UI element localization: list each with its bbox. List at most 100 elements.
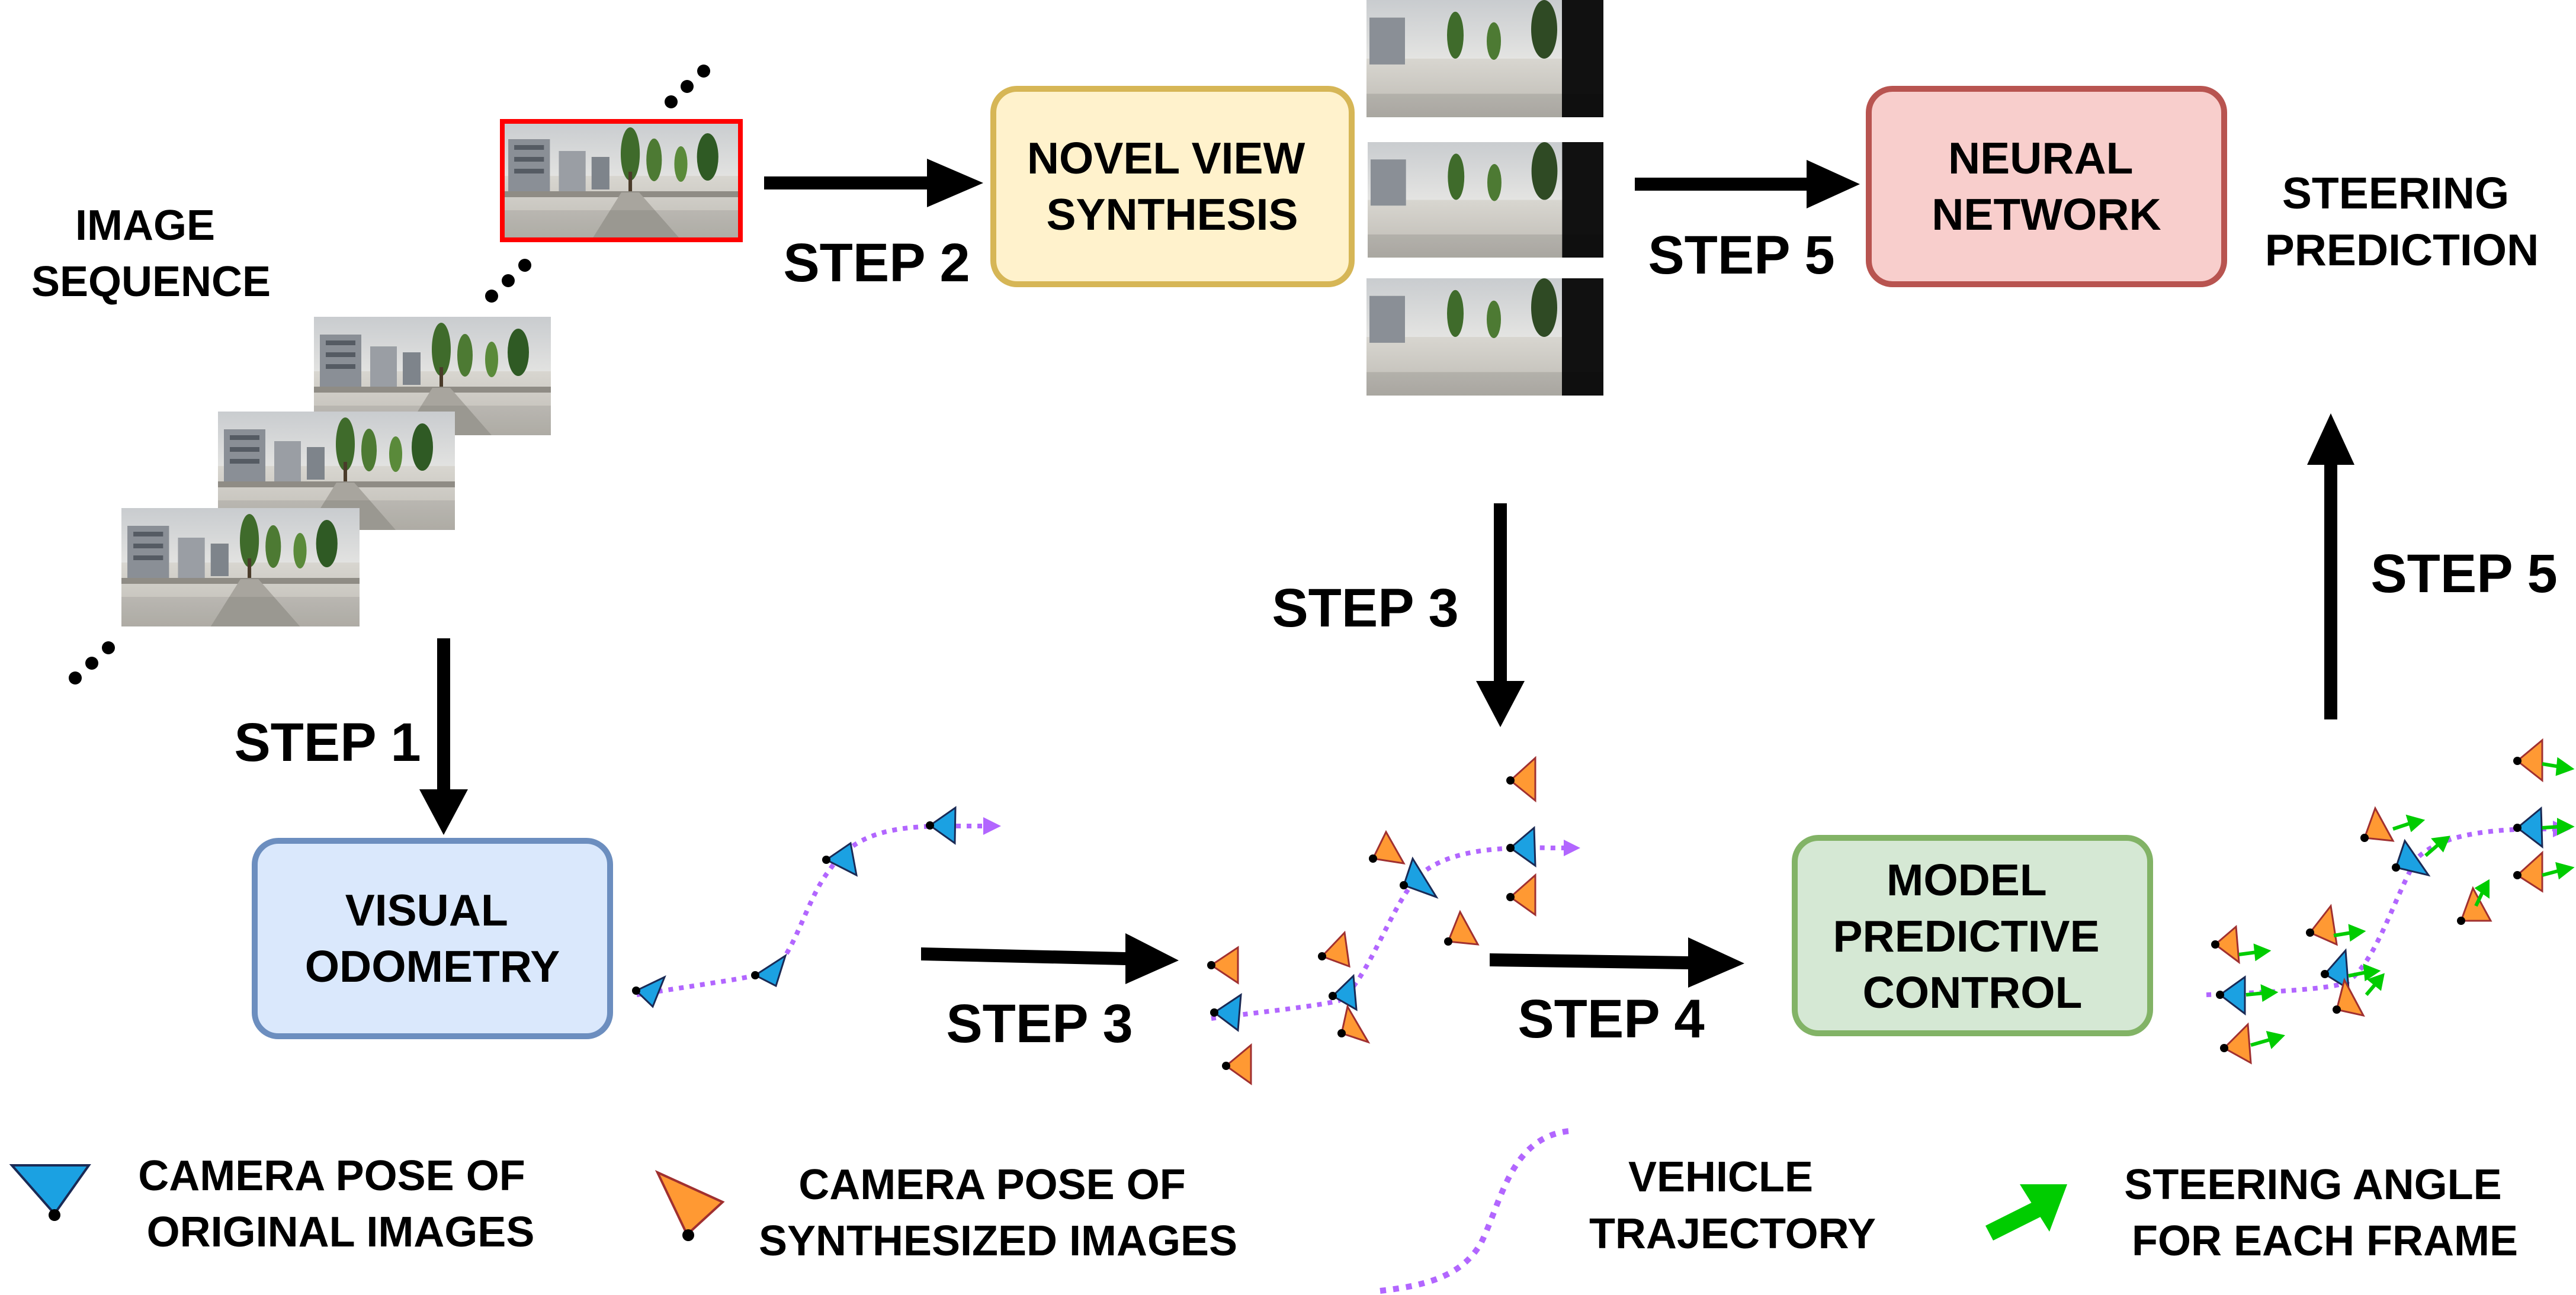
steering-angle-arrows	[2238, 757, 2575, 1049]
steering-prediction-label: STEERING PREDICTION	[2265, 168, 2539, 275]
svg-text:CAMERA POSE OF SYNTHES: CAMERA POSE OF SYNTHESIZED IMAGES	[759, 1161, 1237, 1265]
step3-vertical-arrow	[1476, 503, 1525, 727]
camera-pose-synthesized	[2220, 1022, 2252, 1065]
legend-steering-line-2: FOR EACH FRAME	[2132, 1217, 2518, 1265]
svg-text:NEURAL NETWORK: NEURAL NETWORK	[1932, 133, 2161, 239]
camera-pose-synthesized	[2360, 806, 2395, 842]
legend-synthesized-pose: CAMERA POSE OF SYNTHESIZED IMAGES	[655, 1161, 1237, 1265]
neural-network-line-2: NETWORK	[1932, 189, 2161, 239]
camera-pose-synthesized	[1207, 946, 1239, 985]
camera-pose-synthesized	[2333, 977, 2365, 1017]
vehicle-trajectory-path	[1211, 845, 1564, 1021]
sequence-frame-1	[121, 508, 360, 626]
legend-steering-line-1: STEERING ANGLE	[2124, 1161, 2501, 1209]
step5-vertical-arrow	[2307, 413, 2354, 719]
camera-pose-synthesized	[2306, 904, 2338, 946]
camera-pose-original	[2392, 838, 2431, 877]
legend: CAMERA POSE OF ORIGINAL IMAGES CAMERA PO…	[9, 1128, 2518, 1294]
ellipsis-bottom	[69, 641, 115, 685]
synthesized-image-2	[1368, 142, 1603, 258]
step1-label: STEP 1	[234, 712, 421, 773]
step5-right-label: STEP 5	[2370, 544, 2557, 604]
novel-view-line-2: SYNTHESIS	[1046, 189, 1298, 239]
step-labels: STEP 2 STEP 5 STEP 1 STEP 3 STEP 3 STEP …	[234, 225, 2557, 1054]
step2-label: STEP 2	[783, 233, 970, 293]
camera-pose-synthesized	[1369, 830, 1406, 865]
legend-synthesized-line-1: CAMERA POSE OF	[798, 1161, 1185, 1209]
legend-trajectory-line-2: TRAJECTORY	[1589, 1210, 1876, 1258]
ellipsis-middle	[485, 259, 531, 303]
camera-pose-original	[2321, 948, 2350, 991]
legend-vehicle-trajectory: VEHICLE TRAJECTORY	[1380, 1128, 1876, 1294]
mpc-line-2: PREDICTIVE	[1833, 911, 2100, 961]
synthesized-pose-icon	[655, 1169, 725, 1237]
svg-text:NOVEL VIEW SYNTHESIS: NOVEL VIEW SYNTHESIS	[1027, 133, 1317, 239]
novel-view-line-1: NOVEL VIEW	[1027, 133, 1305, 183]
legend-steering-angle: STEERING ANGLE FOR EACH FRAME	[1985, 1161, 2518, 1265]
svg-text:CAMERA POSE OF ORIGINA: CAMERA POSE OF ORIGINAL IMAGES	[138, 1152, 537, 1256]
trajectory-visual-odometry	[632, 806, 1001, 1008]
legend-synthesized-line-2: SYNTHESIZED IMAGES	[759, 1217, 1237, 1265]
svg-text:STEERING ANGLE FOR EAC: STEERING ANGLE FOR EACH FRAME	[2124, 1161, 2518, 1265]
step5-top-label: STEP 5	[1648, 225, 1834, 285]
camera-pose-synthesized	[1318, 930, 1350, 968]
camera-pose-synthesized	[2211, 924, 2240, 965]
step2-arrow	[764, 159, 983, 207]
synthesized-images	[1366, 0, 1603, 396]
step3-horizontal-arrow	[921, 933, 1179, 984]
arrows	[419, 159, 2354, 988]
step4-arrow	[1490, 937, 1744, 988]
camera-pose-original	[1506, 825, 1536, 867]
visual-odometry-line-2: ODOMETRY	[305, 941, 560, 991]
camera-pose-synthesized	[2513, 738, 2543, 783]
camera-pose-synthesized	[1444, 910, 1480, 946]
selected-frame-image	[500, 119, 743, 242]
synthesized-image-3	[1366, 278, 1603, 396]
visual-odometry-box: VISUAL ODOMETRY	[252, 838, 613, 1039]
mpc-line-1: MODEL	[1887, 855, 2046, 905]
svg-text:VEHICLE TRAJECTORY: VEHICLE TRAJECTORY	[1589, 1153, 1876, 1258]
mpc-line-3: CONTROL	[1863, 968, 2083, 1017]
step5-top-arrow	[1635, 160, 1860, 208]
camera-pose-original	[1210, 993, 1242, 1032]
svg-text:VISUAL ODOMETRY: VISUAL ODOMETRY	[305, 885, 560, 991]
vehicle-trajectory-path	[636, 824, 983, 997]
trajectory-synthesized	[1207, 756, 1580, 1085]
step3-bottom-label: STEP 3	[946, 994, 1133, 1054]
image-sequence: IMAGE SEQUENCE	[31, 65, 743, 685]
camera-pose-original	[751, 953, 787, 988]
neural-network-line-1: NEURAL	[1948, 133, 2132, 183]
camera-pose-original	[1329, 973, 1358, 1011]
camera-pose-synthesized	[2513, 850, 2543, 893]
camera-pose-original	[2513, 806, 2543, 849]
camera-pose-synthesized	[1506, 756, 1536, 803]
neural-network-box: NEURAL NETWORK	[1866, 86, 2227, 287]
svg-text:MODEL PREDICTIVE C: MODEL PREDICTIVE CONTROL	[1833, 855, 2112, 1017]
step3-top-label: STEP 3	[1272, 578, 1458, 638]
camera-pose-original	[632, 975, 666, 1008]
legend-original-line-2: ORIGINAL IMAGES	[147, 1209, 535, 1256]
original-pose-icon	[9, 1164, 91, 1216]
camera-pose-original	[822, 841, 858, 877]
steering-arrow-icon	[1985, 1184, 2067, 1241]
novel-view-synthesis-box: NOVEL VIEW SYNTHESIS	[990, 86, 1355, 287]
model-predictive-control-box: MODEL PREDICTIVE CONTROL	[1792, 835, 2153, 1036]
legend-trajectory-line-1: VEHICLE	[1628, 1153, 1813, 1201]
ellipsis-top	[665, 65, 710, 108]
step4-label: STEP 4	[1518, 989, 1704, 1049]
camera-pose-synthesized	[1337, 1004, 1371, 1044]
camera-pose-synthesized	[1222, 1043, 1252, 1085]
camera-pose-original	[926, 806, 957, 845]
selected-frame-highlight	[500, 119, 743, 242]
step1-arrow	[419, 638, 468, 835]
trajectory-steering	[2206, 738, 2575, 1065]
legend-original-pose: CAMERA POSE OF ORIGINAL IMAGES	[9, 1152, 537, 1256]
camera-pose-original	[1400, 856, 1439, 899]
vehicle-trajectory-path	[2206, 827, 2553, 997]
image-sequence-label: IMAGE SEQUENCE	[31, 202, 271, 306]
camera-pose-original	[2216, 975, 2246, 1016]
camera-pose-synthesized	[1506, 873, 1536, 917]
trajectory-icon	[1380, 1128, 1570, 1294]
visual-odometry-line-1: VISUAL	[345, 885, 508, 935]
